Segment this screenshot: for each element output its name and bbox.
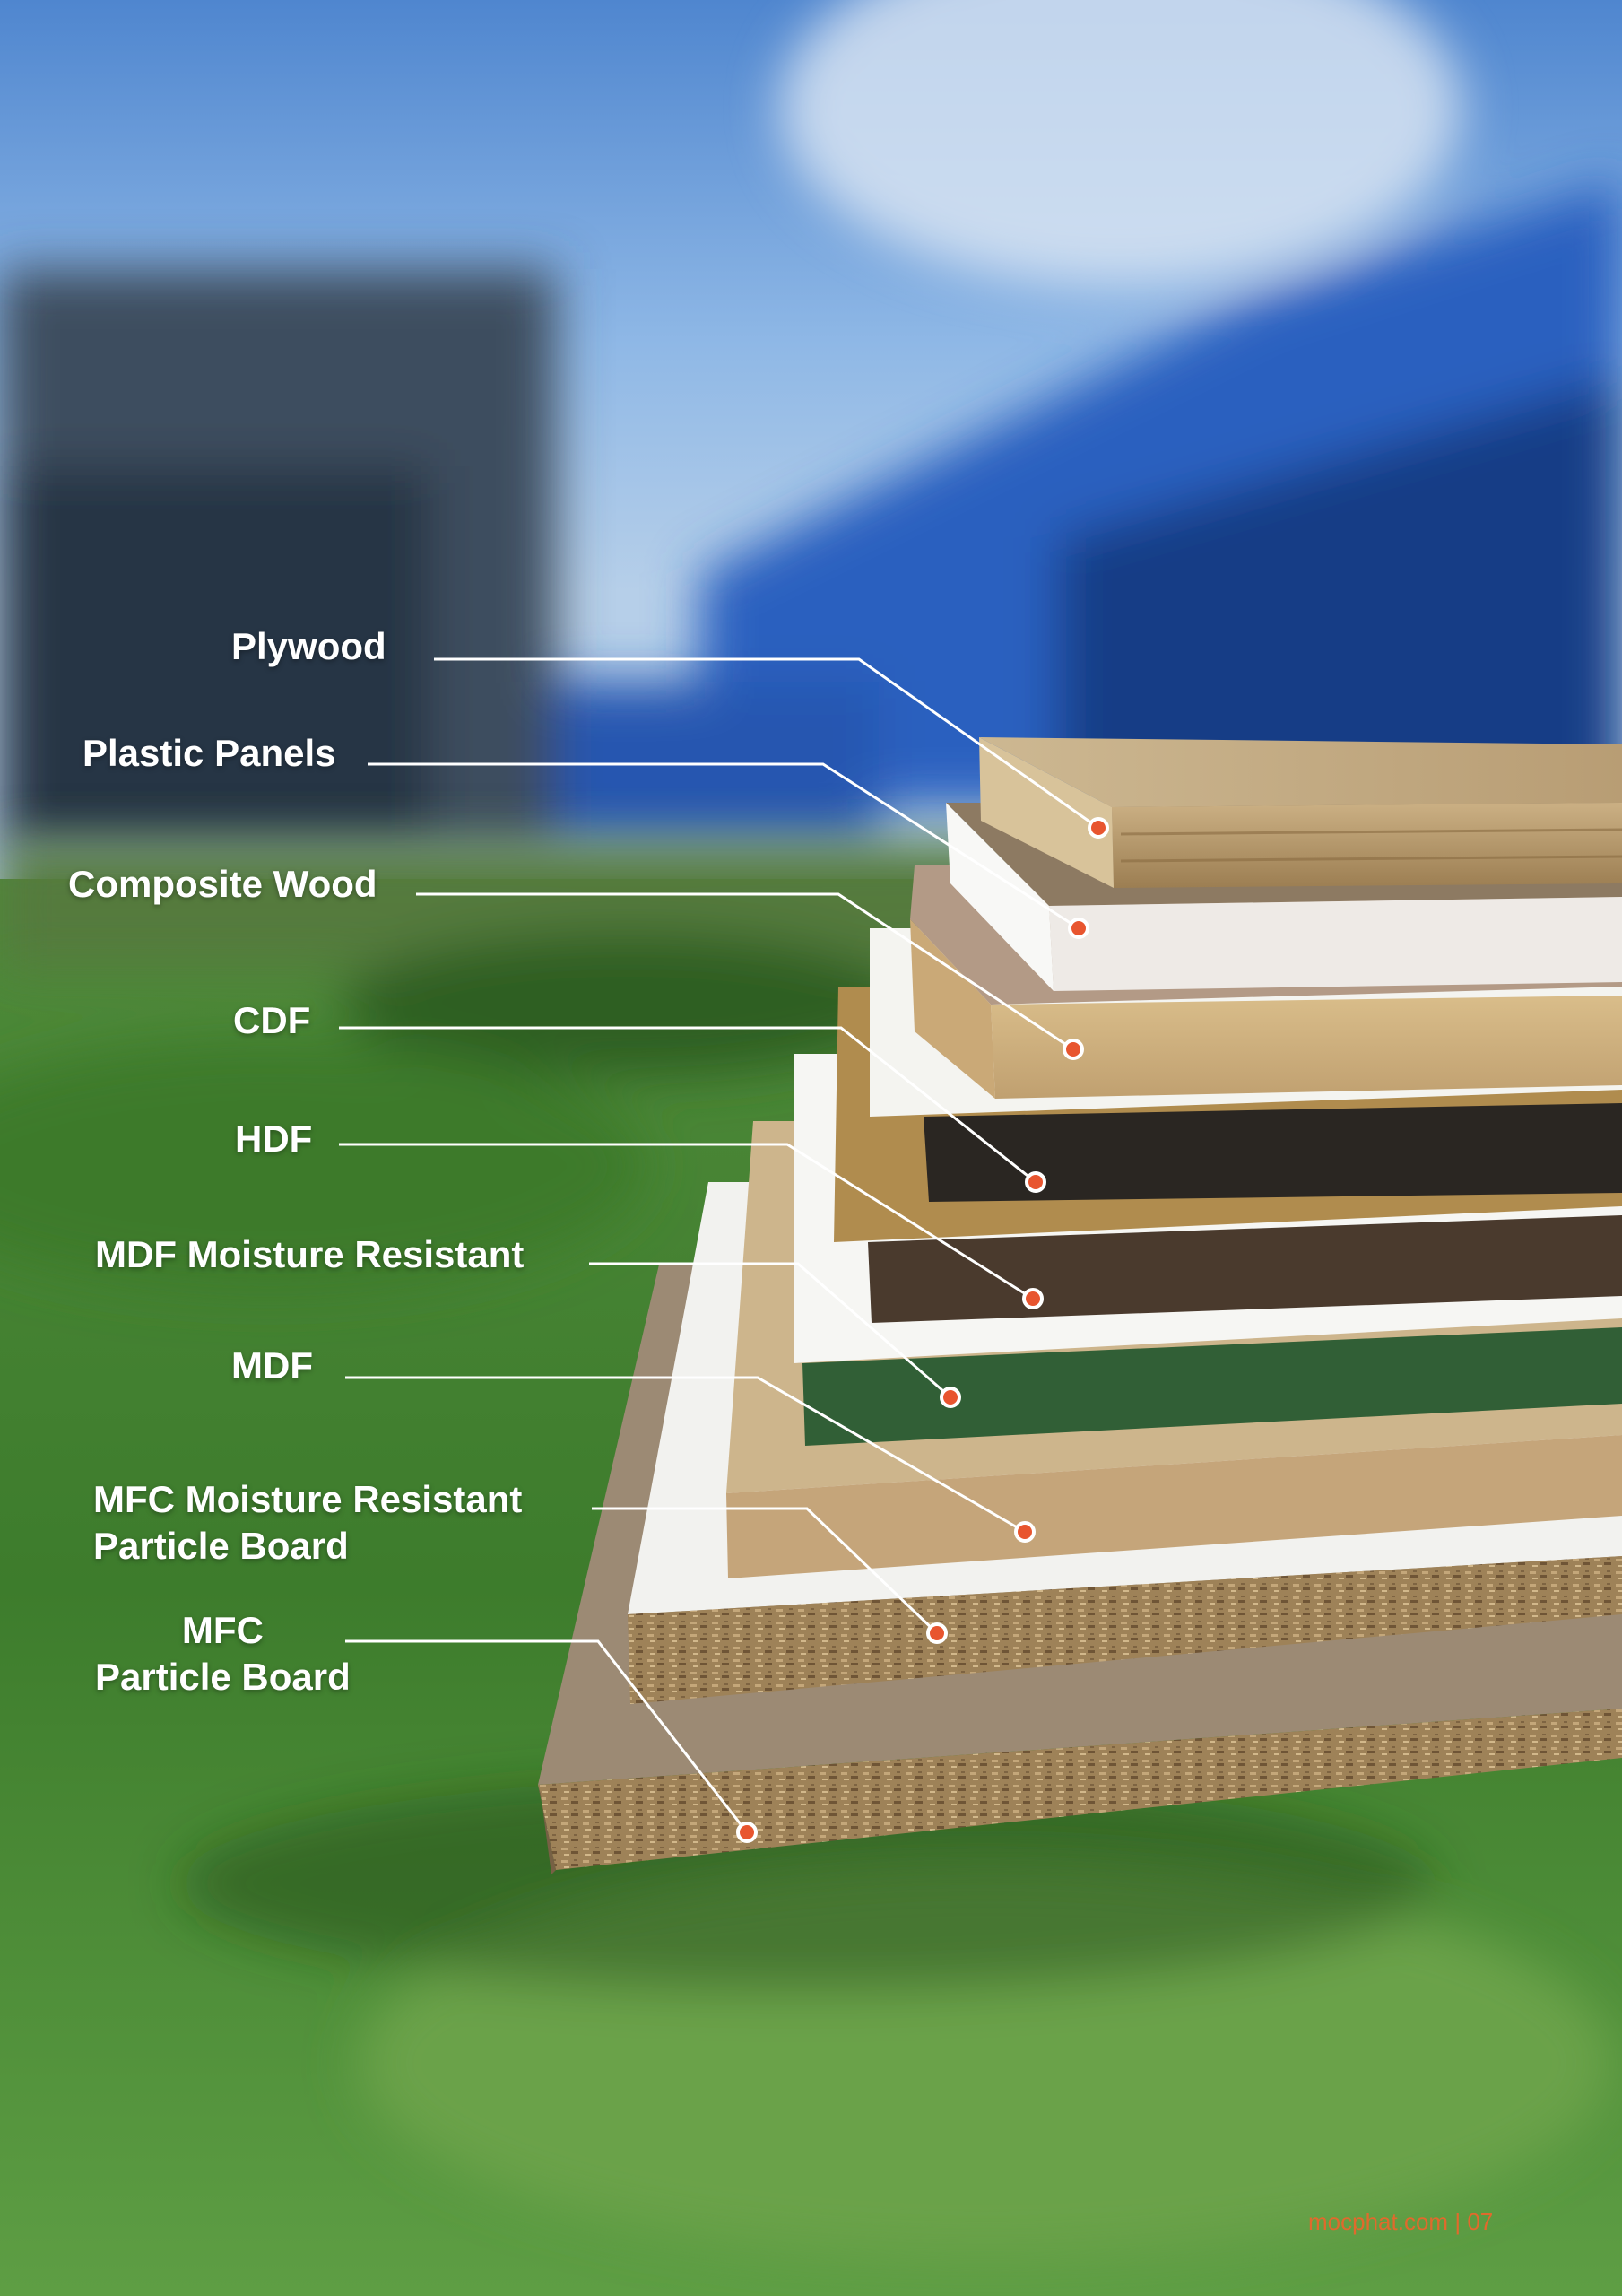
callout-dot-plastic-panels xyxy=(1068,918,1089,939)
leader-line-mfc xyxy=(345,1639,749,1833)
footer-page-number: 07 xyxy=(1467,2208,1494,2235)
label-composite-wood: Composite Wood xyxy=(68,863,377,905)
leader-line-plywood xyxy=(434,657,1099,830)
label-plastic-panels: Plastic Panels xyxy=(82,732,336,774)
callout-dot-hdf xyxy=(1022,1288,1044,1309)
label-plywood: Plywood xyxy=(231,625,386,667)
leader-line-composite-wood xyxy=(416,892,1074,1051)
callout-dot-mdf-moisture-resistant xyxy=(940,1387,961,1408)
callout-dot-mdf xyxy=(1014,1521,1036,1543)
label-cdf: CDF xyxy=(233,999,311,1041)
callout-dot-composite-wood xyxy=(1063,1039,1084,1060)
leader-line-plastic-panels xyxy=(368,762,1080,930)
footer: mocphat.com | 07 xyxy=(1308,2208,1493,2236)
callout-dot-cdf xyxy=(1025,1171,1046,1193)
leader-lines xyxy=(339,657,1099,1833)
leader-line-mdf-moisture-resistant xyxy=(589,1262,951,1399)
label-mfc-moisture-resistant-line1: MFC Moisture Resistant xyxy=(93,1478,523,1520)
leader-line-cdf xyxy=(339,1026,1037,1184)
footer-separator: | xyxy=(1454,2208,1462,2235)
callout-dot-mfc-moisture-resistant xyxy=(926,1622,948,1644)
label-mfc: MFC Particle Board xyxy=(95,1607,351,1700)
label-mdf-moisture-resistant: MDF Moisture Resistant xyxy=(95,1233,525,1275)
label-mfc-line2: Particle Board xyxy=(95,1656,351,1698)
leader-line-mdf xyxy=(345,1376,1026,1534)
callout-dot-mfc xyxy=(736,1822,758,1843)
label-mfc-moisture-resistant-line2: Particle Board xyxy=(93,1525,349,1567)
label-mfc-line1: MFC xyxy=(181,1609,264,1651)
callout-dots xyxy=(736,817,1109,1843)
board-stack xyxy=(538,737,1622,1874)
label-hdf: HDF xyxy=(235,1118,313,1160)
footer-site: mocphat.com xyxy=(1308,2208,1449,2235)
callout-dot-plywood xyxy=(1088,817,1109,839)
leader-line-hdf xyxy=(339,1143,1034,1300)
leader-line-mfc-moisture-resistant xyxy=(592,1507,939,1635)
label-mfc-moisture-resistant: MFC Moisture Resistant Particle Board xyxy=(93,1476,522,1570)
label-mdf: MDF xyxy=(231,1344,313,1387)
